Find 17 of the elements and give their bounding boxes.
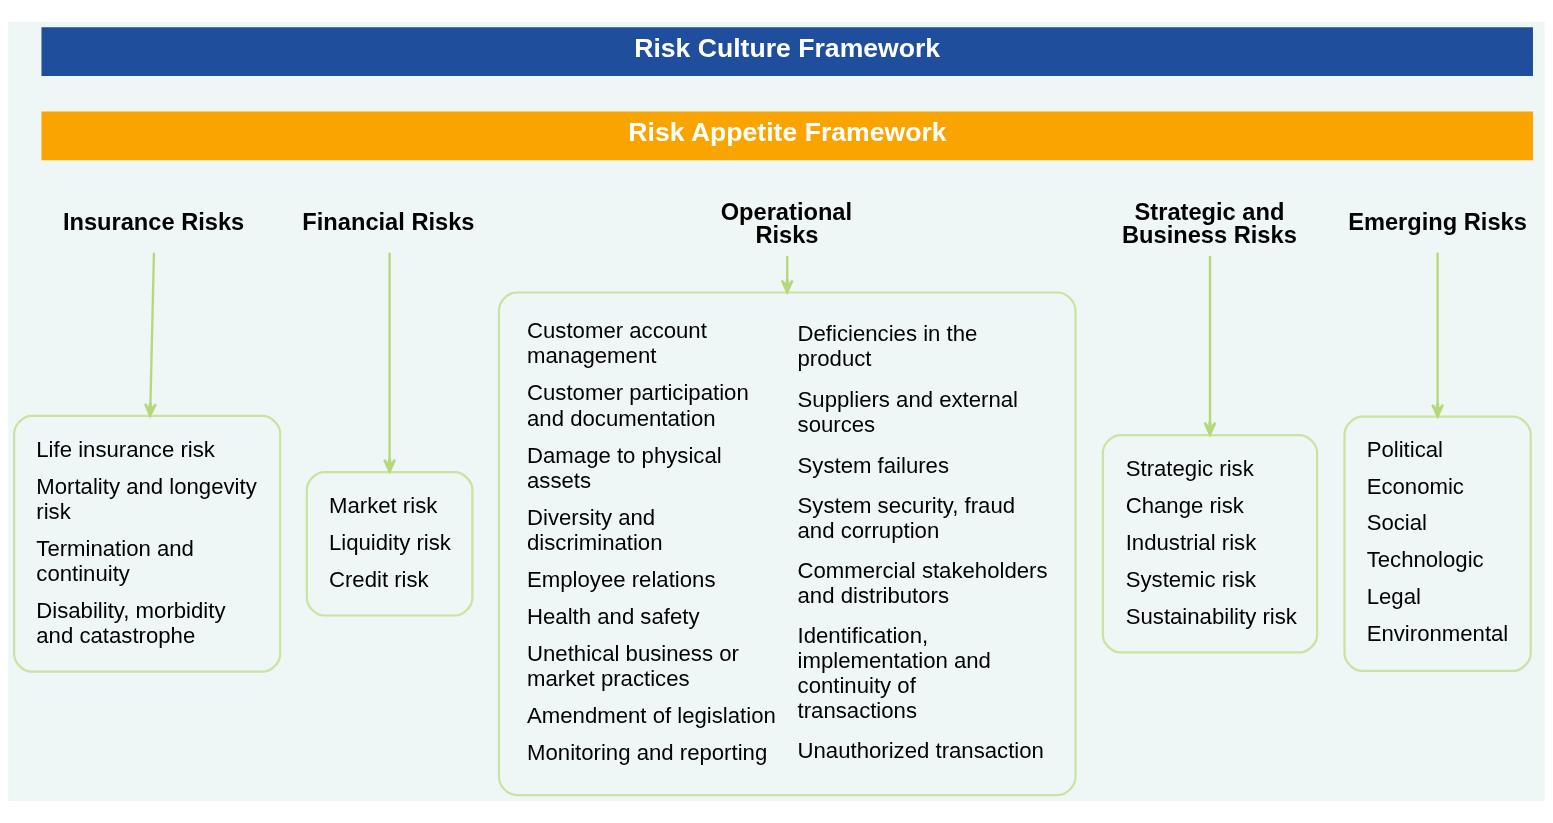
node-box: Political Economic Social Technologic Legal Environmental — [1343, 415, 1532, 673]
arrow — [383, 252, 397, 473]
arrow — [780, 255, 794, 294]
node-box: Risk Culture Framework — [41, 27, 1533, 76]
node-box: Strategic risk Change risk Industrial risk Systemic risk Sustainability risk — [1101, 434, 1319, 654]
node-text: Operational Risks — [720, 198, 853, 249]
arrow — [1431, 252, 1445, 418]
node-box: Customer account management Customer participation and documentation Damage to physical assets Diversity and discrimination Employee relations Health and safety Unethical business or market practices Amendment of legislation Monitoring and reporting Deficiencies in the product Suppliers and external sources System failures System security, fraud and corruption Commercial stakeholders and distributors Identification, implementation and continuity of transactions Unauthorized transaction — [497, 291, 1077, 797]
node-box: Market risk Liquidity risk Credit risk — [305, 471, 474, 617]
arrow — [1203, 255, 1217, 436]
node-text: Strategic and Business Risks — [1122, 198, 1297, 249]
node-text: Financial Risks — [302, 209, 475, 236]
node-box: Risk Appetite Framework — [41, 111, 1533, 161]
node-box: Life insurance risk Mortality and longevity risk Termination and continuity Disability, morbidity and catastrophe — [13, 414, 282, 673]
node-text: Emerging Risks — [1348, 209, 1527, 236]
arrow — [143, 252, 157, 418]
node-text: Insurance Risks — [62, 209, 245, 236]
